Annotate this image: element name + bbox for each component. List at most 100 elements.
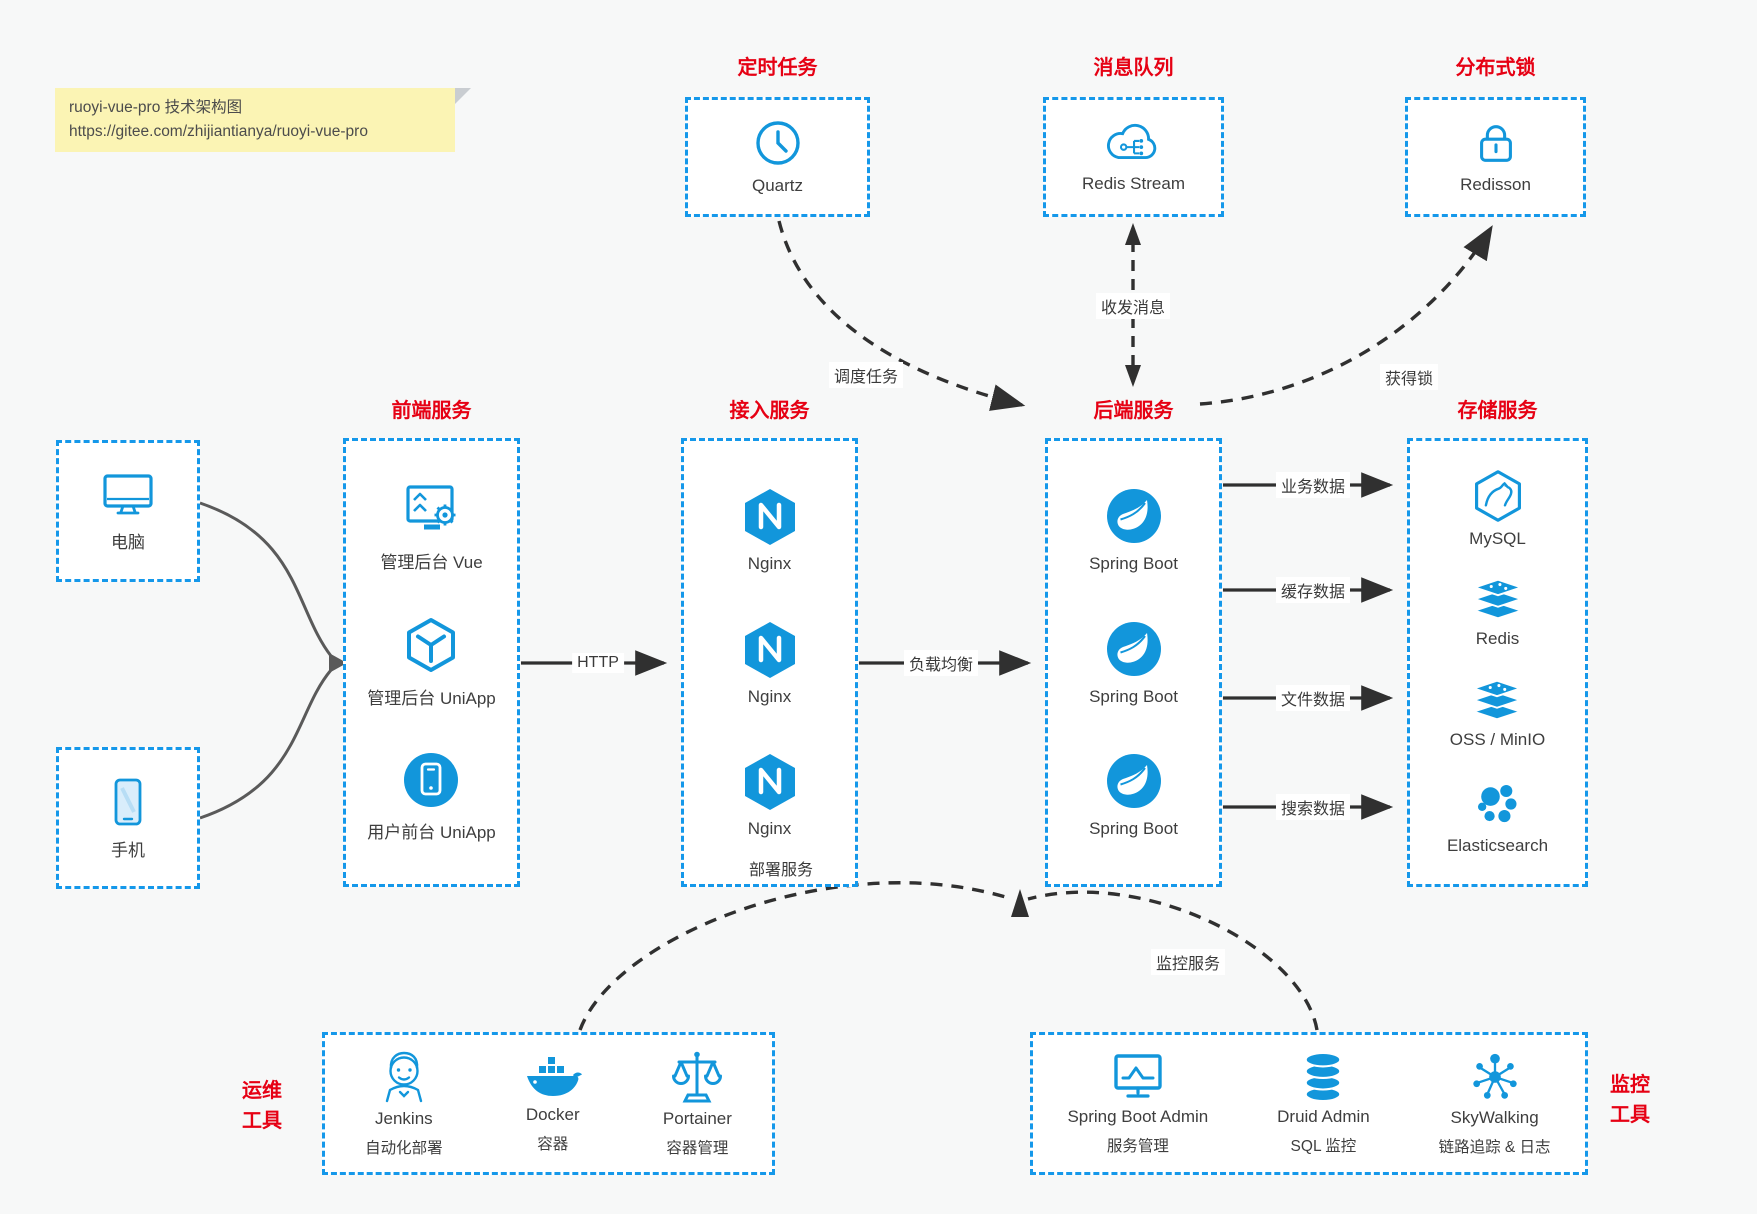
redis-icon — [1471, 579, 1524, 620]
nginx-icon — [744, 488, 795, 545]
node-redis: Redis — [1470, 577, 1526, 649]
node-label: OSS / MinIO — [1449, 729, 1546, 749]
node-oss-minio: OSS / MinIO — [1450, 678, 1545, 750]
edge-computer-to-frontend — [199, 501, 333, 657]
nginx-icon — [744, 754, 795, 811]
node-skywalking: SkyWalking 链路追踪 & 日志 — [1439, 1050, 1551, 1157]
node-quartz: Quartz — [752, 118, 803, 196]
node-name: Jenkins — [375, 1109, 433, 1128]
node-spring-1: Spring Boot — [1089, 486, 1178, 574]
mysql-icon — [1474, 470, 1521, 522]
group-title-access: 接入服务 — [729, 400, 810, 422]
node-name: Docker — [525, 1105, 580, 1124]
node-label: Quartz — [751, 176, 804, 195]
box-mq: Redis Stream — [1043, 97, 1224, 217]
note-fold-corner — [455, 88, 471, 104]
node-redisson: Redisson — [1460, 119, 1531, 195]
lock-icon — [1479, 125, 1512, 162]
group-title-storage: 存储服务 — [1457, 400, 1538, 422]
desktop-icon — [103, 473, 153, 514]
edge-label-search-data: 搜索数据 — [1275, 794, 1351, 820]
group-title-ops: 运维工具 — [242, 1080, 282, 1132]
edge-label-biz-data: 业务数据 — [1275, 472, 1351, 498]
box-backend: Spring Boot Spring Boot Spring Boot — [1045, 438, 1222, 887]
node-nginx-2: Nginx — [740, 619, 800, 707]
node-druid-admin: Druid Admin SQL 监控 — [1277, 1051, 1370, 1156]
box-monitoring: Spring Boot Admin 服务管理 Druid Admin SQL 监… — [1030, 1032, 1588, 1175]
node-label: 管理后台 UniApp — [367, 689, 496, 708]
edge-label-messages: 收发消息 — [1095, 293, 1171, 319]
node-label: 管理后台 Vue — [380, 553, 483, 572]
node-label: Redis — [1475, 629, 1520, 649]
oss-icon — [1471, 679, 1524, 720]
note-url: https://gitee.com/zhijiantianya/ruoyi-vu… — [69, 123, 368, 140]
node-admin-vue: 管理后台 Vue — [380, 482, 483, 573]
edge-phone-to-frontend — [199, 669, 333, 820]
messages-arrowhead-up — [1125, 223, 1141, 245]
edge-acquire-lock — [1199, 225, 1493, 406]
node-label: Elasticsearch — [1446, 835, 1549, 855]
edge-label-acquire-lock: 获得锁 — [1379, 364, 1439, 390]
node-redis-stream: Redis Stream — [1082, 120, 1185, 194]
node-admin-uniapp: 管理后台 UniApp — [367, 614, 496, 709]
node-elasticsearch: Elasticsearch — [1447, 778, 1548, 856]
edge-label-http: HTTP — [572, 653, 624, 673]
edge-label-load-balance: 负载均衡 — [903, 650, 979, 676]
group-title-lock: 分布式锁 — [1455, 57, 1536, 79]
node-label: Nginx — [747, 686, 792, 706]
node-name: Spring Boot Admin — [1067, 1107, 1209, 1126]
skywalking-icon — [1472, 1053, 1517, 1099]
cloud-stream-icon — [1107, 123, 1157, 159]
node-label: Nginx — [747, 553, 792, 573]
node-desc: 容器管理 — [666, 1140, 729, 1157]
node-nginx-3: Nginx — [740, 751, 800, 839]
node-label: Spring Boot — [1089, 819, 1178, 839]
box-computer: 电脑 — [56, 440, 200, 582]
admin-vue-icon — [405, 485, 455, 530]
node-nginx-1: Nginx — [740, 486, 800, 574]
mobile-icon — [114, 778, 142, 825]
node-desc: 服务管理 — [1106, 1138, 1169, 1155]
clock-icon — [755, 121, 800, 165]
node-label: Nginx — [747, 819, 792, 839]
node-spring-3: Spring Boot — [1089, 751, 1178, 839]
edge-label-deploy: 部署服务 — [743, 855, 819, 881]
backend-up-arrowhead — [1011, 889, 1029, 917]
edge-label-schedule: 调度任务 — [828, 362, 904, 388]
user-app-icon — [404, 753, 459, 807]
spring-icon — [1106, 488, 1161, 543]
node-desc: 自动化部署 — [365, 1140, 443, 1157]
node-spring-boot-admin: Spring Boot Admin 服务管理 — [1067, 1051, 1208, 1156]
node-name: Portainer — [662, 1109, 732, 1128]
node-docker: Docker 容器 — [523, 1053, 583, 1154]
node-label: Redis Stream — [1082, 174, 1185, 193]
messages-arrowhead-down — [1125, 365, 1141, 387]
node-jenkins: Jenkins 自动化部署 — [365, 1049, 443, 1158]
node-label: Spring Boot — [1089, 553, 1178, 573]
node-phone: 手机 — [108, 776, 148, 861]
edge-label-monitor: 监控服务 — [1150, 949, 1226, 975]
node-label: 手机 — [111, 840, 145, 860]
spring-icon — [1106, 754, 1161, 809]
edge-label-file-data: 文件数据 — [1275, 685, 1351, 711]
node-desc: SQL 监控 — [1290, 1138, 1357, 1155]
box-storage: MySQL Redis OSS / Mi — [1407, 438, 1588, 887]
group-title-backend: 后端服务 — [1093, 400, 1174, 422]
group-title-scheduler: 定时任务 — [737, 57, 818, 79]
portainer-icon — [672, 1051, 723, 1103]
sticky-note: ruoyi-vue-pro 技术架构图 https://gitee.com/zh… — [55, 88, 471, 152]
box-phone: 手机 — [56, 747, 200, 889]
node-spring-2: Spring Boot — [1089, 619, 1178, 707]
node-label: Redisson — [1460, 175, 1531, 194]
sba-icon — [1114, 1054, 1162, 1098]
box-scheduler: Quartz — [685, 97, 870, 217]
group-title-frontend: 前端服务 — [391, 400, 472, 422]
node-name: SkyWalking — [1450, 1108, 1539, 1127]
edge-deploy — [578, 881, 1013, 1031]
box-access: Nginx Nginx Nginx — [681, 438, 858, 887]
node-desc: 容器 — [537, 1136, 569, 1153]
druid-icon — [1305, 1051, 1342, 1103]
node-user-uniapp: 用户前台 UniApp — [367, 750, 496, 843]
cube-icon — [407, 618, 456, 672]
